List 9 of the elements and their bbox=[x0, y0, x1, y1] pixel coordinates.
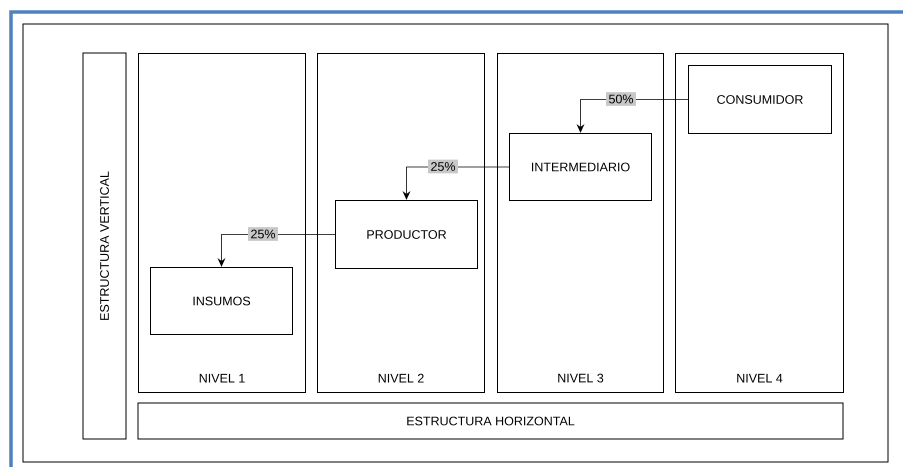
edge-label: 25% bbox=[428, 160, 458, 174]
process-box: CONSUMIDOR bbox=[688, 65, 832, 134]
process-box: PRODUCTOR bbox=[335, 200, 478, 269]
process-box: INTERMEDIARIO bbox=[509, 133, 652, 201]
vertical-band: ESTRUCTURA VERTICAL bbox=[82, 52, 126, 440]
edge-label: 50% bbox=[606, 92, 636, 106]
horizontal-band: ESTRUCTURA HORIZONTAL bbox=[138, 402, 844, 440]
edge-label: 25% bbox=[248, 227, 278, 241]
process-box: INSUMOS bbox=[150, 267, 293, 335]
